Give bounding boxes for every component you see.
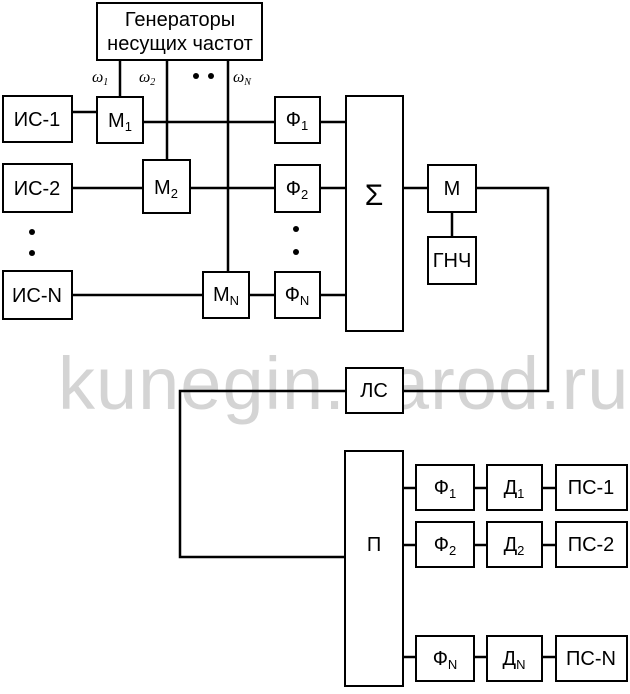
sink-label: ПС-2	[568, 534, 615, 556]
sink-block-2: ПС-2	[555, 521, 628, 568]
summator-block: Σ	[345, 95, 404, 332]
sink-block-1: ПС-1	[555, 464, 628, 511]
rx-filter-block-2: Ф2	[415, 521, 475, 568]
summator-label: Σ	[365, 179, 384, 212]
modulator-label: М1	[108, 110, 132, 134]
source-block-1: ИС-1	[2, 95, 73, 143]
wires	[72, 60, 556, 659]
group-generator-block: ГНЧ	[427, 236, 477, 285]
filter-label: ФN	[285, 284, 310, 308]
ellipsis-dot	[193, 73, 199, 79]
source-block-2: ИС-2	[2, 163, 73, 213]
filter-label: Ф2	[286, 178, 308, 202]
filter-label: Ф1	[286, 109, 308, 133]
ellipsis-dot	[208, 73, 214, 79]
detector-block-n: ДN	[486, 635, 543, 682]
receiver-label: П	[367, 534, 381, 556]
modulator-block-n: МN	[202, 271, 250, 319]
tx-filter-block-1: Ф1	[274, 96, 321, 144]
rx-filter-block-n: ФN	[415, 635, 475, 682]
ellipsis-dot	[293, 249, 299, 255]
wire-m-ls	[403, 186, 550, 393]
generators-label-line1: Генераторы	[125, 9, 235, 31]
source-label: ИС-1	[14, 109, 61, 131]
detector-block-1: Д1	[486, 464, 543, 511]
detector-label: ДN	[503, 648, 526, 672]
source-label: ИС-N	[12, 285, 62, 307]
rx-filter-block-1: Ф1	[415, 464, 475, 511]
group-modulator-block: М	[427, 164, 477, 213]
ellipsis-dot	[293, 226, 299, 232]
filter-label: Ф1	[434, 477, 456, 501]
ellipsis-dot	[29, 250, 35, 256]
receiver-block: П	[344, 450, 404, 687]
line-block: ЛС	[345, 367, 404, 414]
group-modulator-label: М	[444, 178, 461, 200]
modulator-block-2: М2	[142, 159, 191, 214]
wire-ls-p	[178, 389, 346, 559]
source-label: ИС-2	[14, 178, 61, 200]
line-label: ЛС	[360, 380, 388, 402]
ellipsis-dot	[29, 229, 35, 235]
detector-block-2: Д2	[486, 521, 543, 568]
source-block-n: ИС-N	[2, 270, 73, 320]
detector-label: Д2	[504, 534, 525, 558]
frequency-label: ωN	[233, 69, 252, 88]
frequency-label: ω1	[92, 69, 108, 88]
generators-label-line2: несущих частот	[107, 33, 253, 55]
modulator-block-1: М1	[96, 96, 144, 144]
filter-label: Ф2	[434, 534, 456, 558]
carrier-generators-block: Генераторы несущих частот	[96, 2, 263, 61]
group-generator-label: ГНЧ	[433, 250, 472, 272]
frequency-label: ω2	[139, 69, 155, 88]
sink-label: ПС-1	[568, 477, 615, 499]
watermark: kunegin.narod.ru	[58, 342, 629, 425]
modulator-label: МN	[213, 284, 239, 308]
tx-filter-block-2: Ф2	[274, 164, 321, 213]
filter-label: ФN	[433, 648, 458, 672]
modulator-label: М2	[154, 177, 178, 201]
sink-label: ПС-N	[566, 648, 616, 670]
detector-label: Д1	[504, 477, 525, 501]
sink-block-n: ПС-N	[555, 635, 628, 682]
tx-filter-block-n: ФN	[274, 271, 321, 319]
